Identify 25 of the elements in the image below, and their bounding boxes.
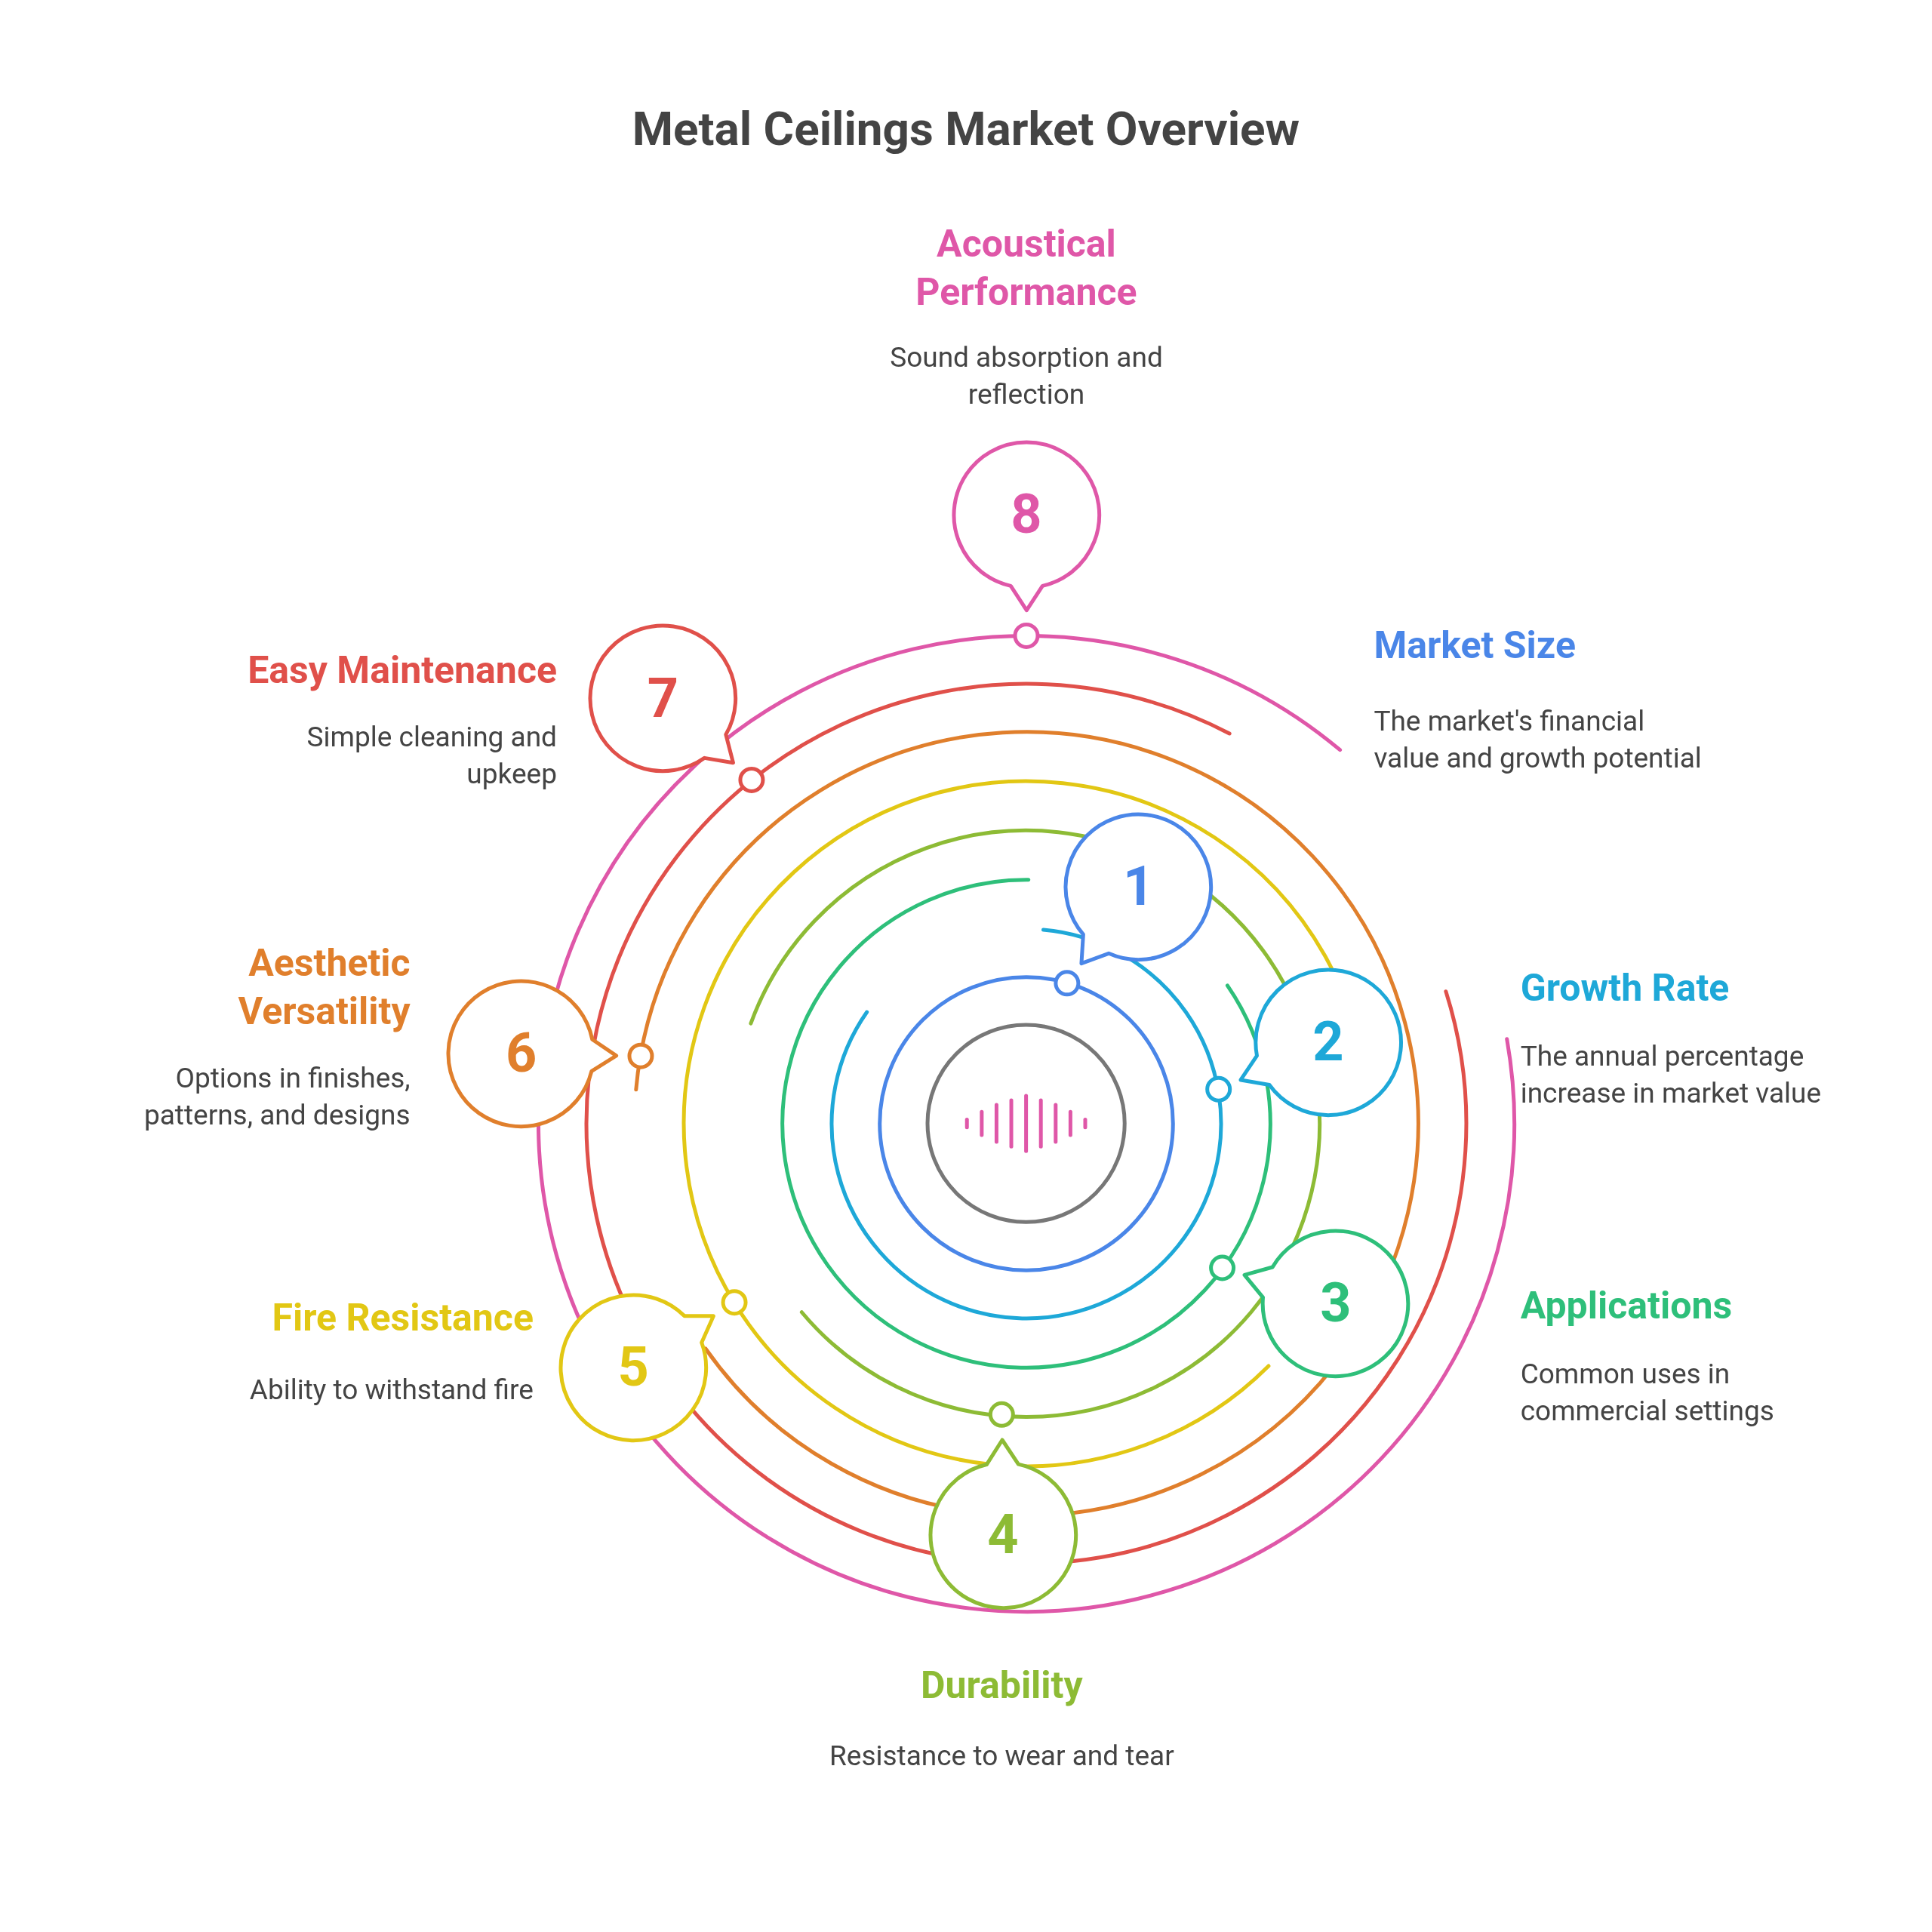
item-description: The market's financial value and growth potential — [1374, 703, 1703, 776]
item-heading: Applications — [1520, 1282, 1734, 1329]
item-description: The annual percentage increase in market value — [1520, 1038, 1823, 1111]
step-number: 8 — [1010, 488, 1043, 543]
item-description: Common uses in commercial settings — [1520, 1356, 1775, 1429]
step-number: 1 — [1121, 860, 1155, 915]
item-heading: Aesthetic Versatility — [237, 940, 411, 1035]
item-description: Sound absorption and reflection — [889, 340, 1164, 412]
item-description: Resistance to wear and tear — [828, 1739, 1175, 1774]
item-description: Options in finishes, patterns, and designs — [143, 1061, 411, 1134]
step-number: 3 — [1319, 1276, 1352, 1331]
title: Metal Ceilings Market Overview — [631, 100, 1301, 156]
item-heading: Acoustical Performance — [915, 220, 1138, 315]
step-number: 5 — [617, 1340, 650, 1395]
step-number: 7 — [646, 671, 679, 726]
step-number: 6 — [504, 1026, 538, 1081]
item-description: Ability to withstand fire — [248, 1373, 534, 1408]
item-heading: Fire Resistance — [271, 1295, 534, 1342]
item-heading: Growth Rate — [1520, 964, 1730, 1011]
step-number: 4 — [986, 1508, 1020, 1563]
item-heading: Durability — [920, 1662, 1084, 1709]
item-heading: Easy Maintenance — [247, 647, 557, 694]
step-number: 2 — [1312, 1015, 1345, 1070]
item-heading: Market Size — [1374, 622, 1577, 669]
item-description: Simple cleaning and upkeep — [306, 719, 557, 792]
